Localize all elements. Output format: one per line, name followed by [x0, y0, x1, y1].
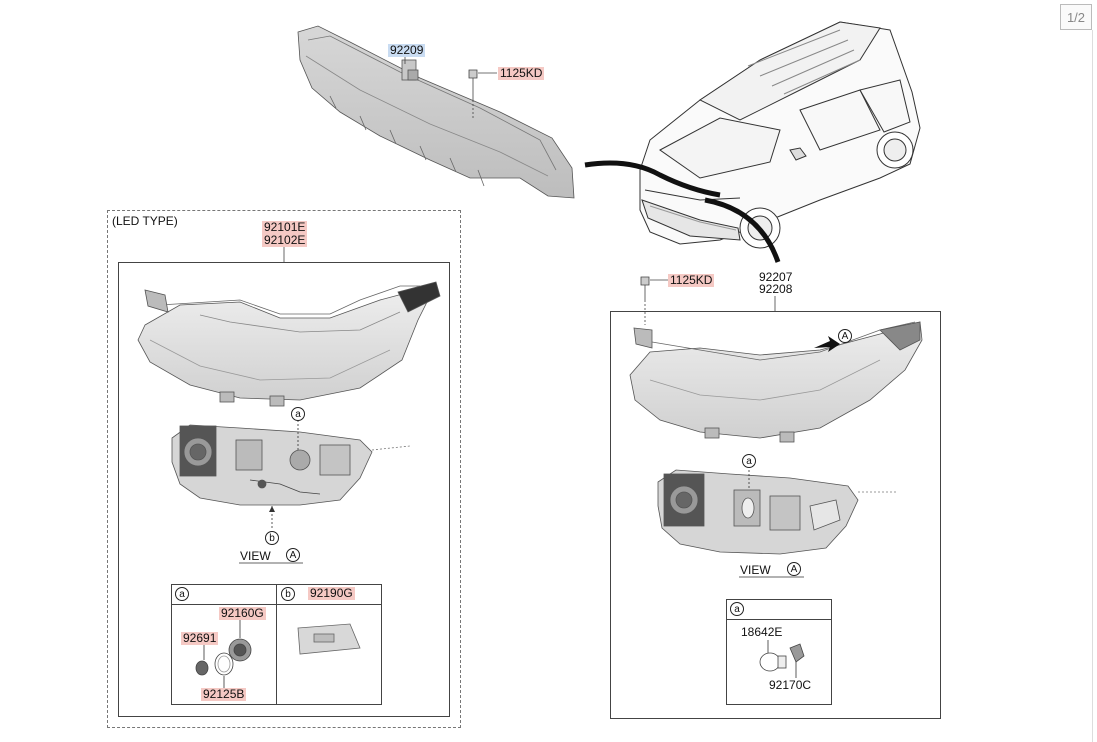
halogen-headlamp-assembly — [629, 321, 923, 443]
detail-box-right-header-line — [726, 619, 832, 620]
view-circle-left: A — [286, 548, 300, 562]
led-headlamp-box — [118, 262, 450, 717]
page-indicator: 1/2 — [1060, 4, 1092, 30]
led-headlamp-rear-view — [171, 424, 411, 506]
part-number-bolt-top[interactable]: 1125KD — [498, 66, 545, 80]
callout-circle-b: b — [265, 531, 279, 545]
detail-a-left-graphics — [195, 638, 252, 676]
part-number-cover[interactable]: 92125B — [201, 687, 247, 701]
view-direction-arrow — [814, 336, 840, 352]
detail-b-led-module — [297, 623, 361, 655]
part-number-bulb-socket[interactable]: 92170C — [769, 678, 812, 692]
detail-a-circle-right: a — [730, 602, 744, 616]
led-type-title: (LED TYPE) — [112, 214, 178, 228]
part-number-halogen-rh[interactable]: 92208 — [759, 282, 793, 296]
detail-box-right — [726, 599, 832, 705]
view-label-right: VIEW — [740, 563, 771, 577]
detail-a-right-bulb-socket — [759, 643, 805, 672]
vehicle-illustration — [639, 21, 921, 249]
view-circle-right: A — [787, 562, 801, 576]
arrow-circle-A: A — [838, 329, 852, 343]
detail-box-divider — [276, 584, 277, 705]
part-number-bolt-right[interactable]: 1125KD — [668, 273, 715, 287]
location-leader-curve — [584, 160, 721, 198]
led-headlamp-assembly — [137, 281, 441, 407]
location-leader-curve-2 — [704, 197, 781, 263]
led-type-group-frame — [107, 210, 461, 728]
view-label-left: VIEW — [240, 549, 271, 563]
bolt-icon-right — [640, 276, 650, 325]
drl-lamp-strip — [297, 25, 575, 199]
part-number-drl[interactable]: 92209 — [388, 43, 426, 57]
detail-b-circle: b — [281, 587, 295, 601]
bolt-icon-top — [468, 69, 478, 118]
part-number-halogen-lh[interactable]: 92207 — [759, 270, 793, 284]
detail-a-circle-left: a — [175, 587, 189, 601]
halogen-headlamp-box — [610, 311, 941, 719]
callout-circle-a-right: a — [742, 454, 756, 468]
halogen-headlamp-rear-view — [657, 469, 896, 555]
part-number-led-rh[interactable]: 92102E — [262, 233, 308, 247]
part-number-socket[interactable]: 92160G — [219, 606, 266, 620]
callout-circle-a: a — [291, 407, 305, 421]
part-number-led-module[interactable]: 92190G — [308, 586, 355, 600]
part-number-gasket[interactable]: 92691 — [181, 631, 219, 645]
part-number-led-lh[interactable]: 92101E — [262, 220, 308, 234]
page-edge-divider — [1092, 30, 1093, 742]
part-number-bulb[interactable]: 18642E — [741, 625, 783, 639]
